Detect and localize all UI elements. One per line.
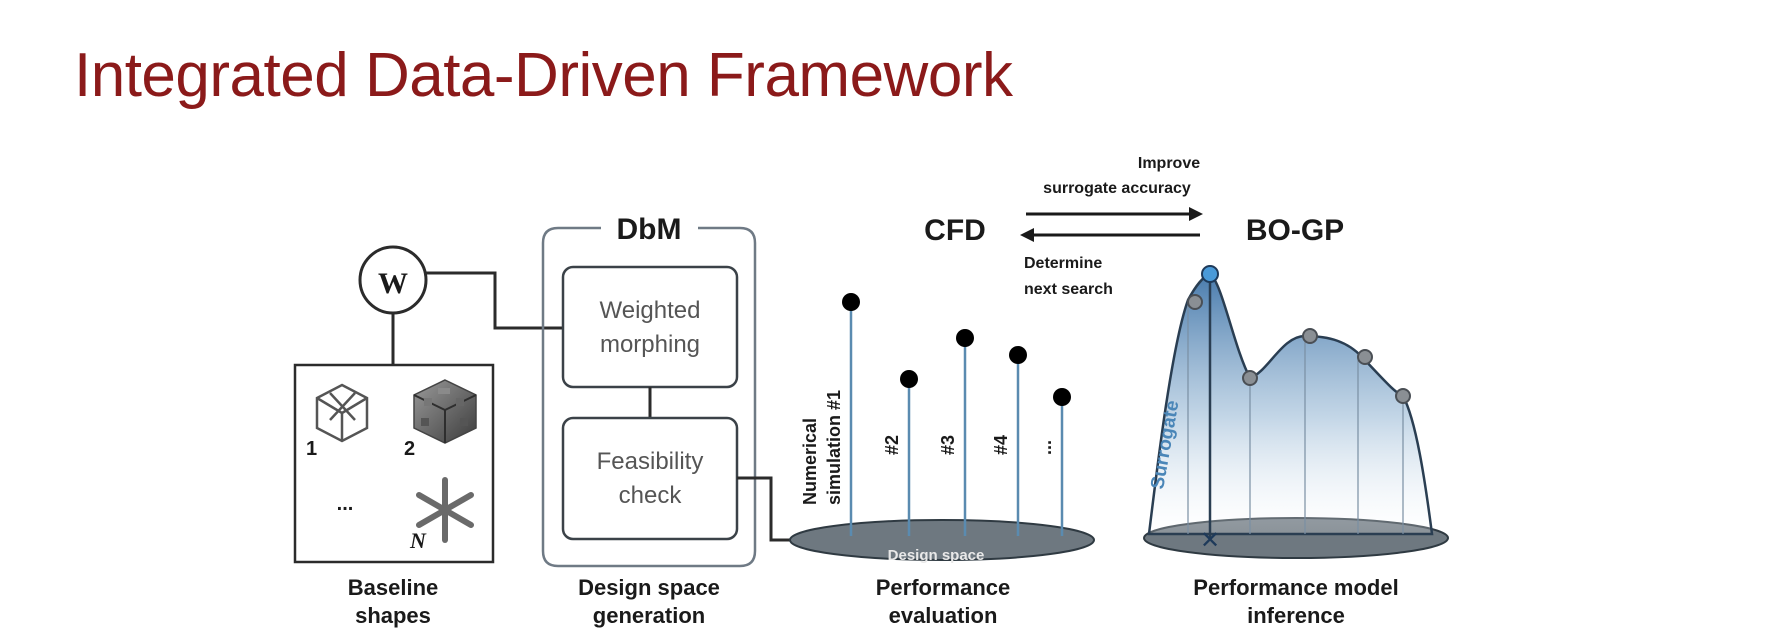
sim-label-3: #3 (938, 435, 958, 455)
surrogate-point-5 (1395, 388, 1411, 404)
cfd-caption-line2: evaluation (889, 603, 998, 628)
weighted-morphing-line2: morphing (600, 331, 700, 358)
dbm-title: DbM (617, 213, 682, 246)
simulation-point-2 (900, 370, 918, 388)
simulation-point-4 (1009, 346, 1027, 364)
bogp-caption-line2: inference (1247, 603, 1345, 628)
feasibility-check-line2: check (619, 482, 683, 509)
sim-label-2: #2 (882, 435, 902, 455)
surrogate-point-3 (1302, 328, 1318, 344)
surrogate-point-1 (1187, 294, 1203, 310)
simulation-stems (849, 302, 1064, 536)
arrow-backward-head (1020, 228, 1034, 242)
weighted-morphing-box (561, 265, 739, 389)
asterisk-lattice-icon (416, 477, 474, 543)
arrow-forward-line2: surrogate accuracy (1043, 180, 1191, 197)
shape-number-1: 1 (306, 438, 317, 460)
surface-gridlines (1187, 302, 1404, 534)
dbm-caption-line1: Design space (578, 575, 720, 600)
dbm-caption-line2: generation (593, 603, 705, 628)
surrogate-points (1187, 294, 1411, 404)
dbm-outer-frame (541, 226, 757, 568)
dbm-to-cfd-connector (737, 476, 795, 542)
sim-label-4: #4 (991, 435, 1011, 455)
sim-label-1a: Numerical (800, 418, 820, 505)
cfd-title: CFD (924, 214, 986, 247)
simulation-point-3 (956, 329, 974, 347)
sim-label-1b: simulation #1 (824, 390, 844, 505)
bogp-caption-line1: Performance model (1193, 575, 1398, 600)
surrogate-point-4 (1357, 349, 1373, 365)
simulation-points (842, 293, 1071, 406)
shape-ellipsis: ... (337, 493, 354, 515)
feasibility-check-box (561, 416, 739, 541)
arrow-backward-line2: next search (1024, 281, 1113, 298)
shape-number-n: N (409, 528, 427, 553)
baseline-caption-line1: Baseline (348, 575, 439, 600)
arrow-backward-line1: Determine (1024, 255, 1102, 272)
surrogate-surface (1147, 272, 1434, 536)
slide-title: Integrated Data-Driven Framework (74, 41, 1013, 110)
simulation-point-1 (842, 293, 860, 311)
cfd-group: CFD Design space Numerical simulation #1… (789, 214, 1095, 628)
simulation-point-5 (1053, 388, 1071, 406)
shape-number-2: 2 (404, 438, 415, 460)
bogp-title: BO-GP (1246, 214, 1344, 247)
feedback-arrows: Improve surrogate accuracy Determine nex… (1020, 155, 1203, 298)
optimum-marker: ✕ (1200, 526, 1220, 554)
bogp-group: BO-GP ✕ Surrogate Performance model infe… (1143, 214, 1449, 628)
wireframe-cube-icon (315, 383, 369, 443)
arrow-forward-head (1189, 207, 1203, 221)
weight-to-dbm-connector (426, 271, 563, 330)
baseline-group: W 1 2 ... (293, 245, 563, 628)
weighted-morphing-line1: Weighted (600, 297, 701, 324)
solid-cube-icon (413, 379, 477, 444)
dbm-group: DbM Weighted morphing Feasibility check … (541, 213, 795, 628)
arrow-forward-line1: Improve (1138, 155, 1200, 172)
surrogate-point-2 (1242, 370, 1258, 386)
baseline-caption-line2: shapes (355, 603, 431, 628)
weight-node-label: W (378, 267, 408, 300)
cfd-caption-line1: Performance (876, 575, 1011, 600)
feasibility-check-line1: Feasibility (597, 448, 704, 475)
sim-label-5: ... (1035, 440, 1055, 455)
design-space-label: Design space (888, 547, 985, 564)
surrogate-best-point (1201, 265, 1219, 283)
